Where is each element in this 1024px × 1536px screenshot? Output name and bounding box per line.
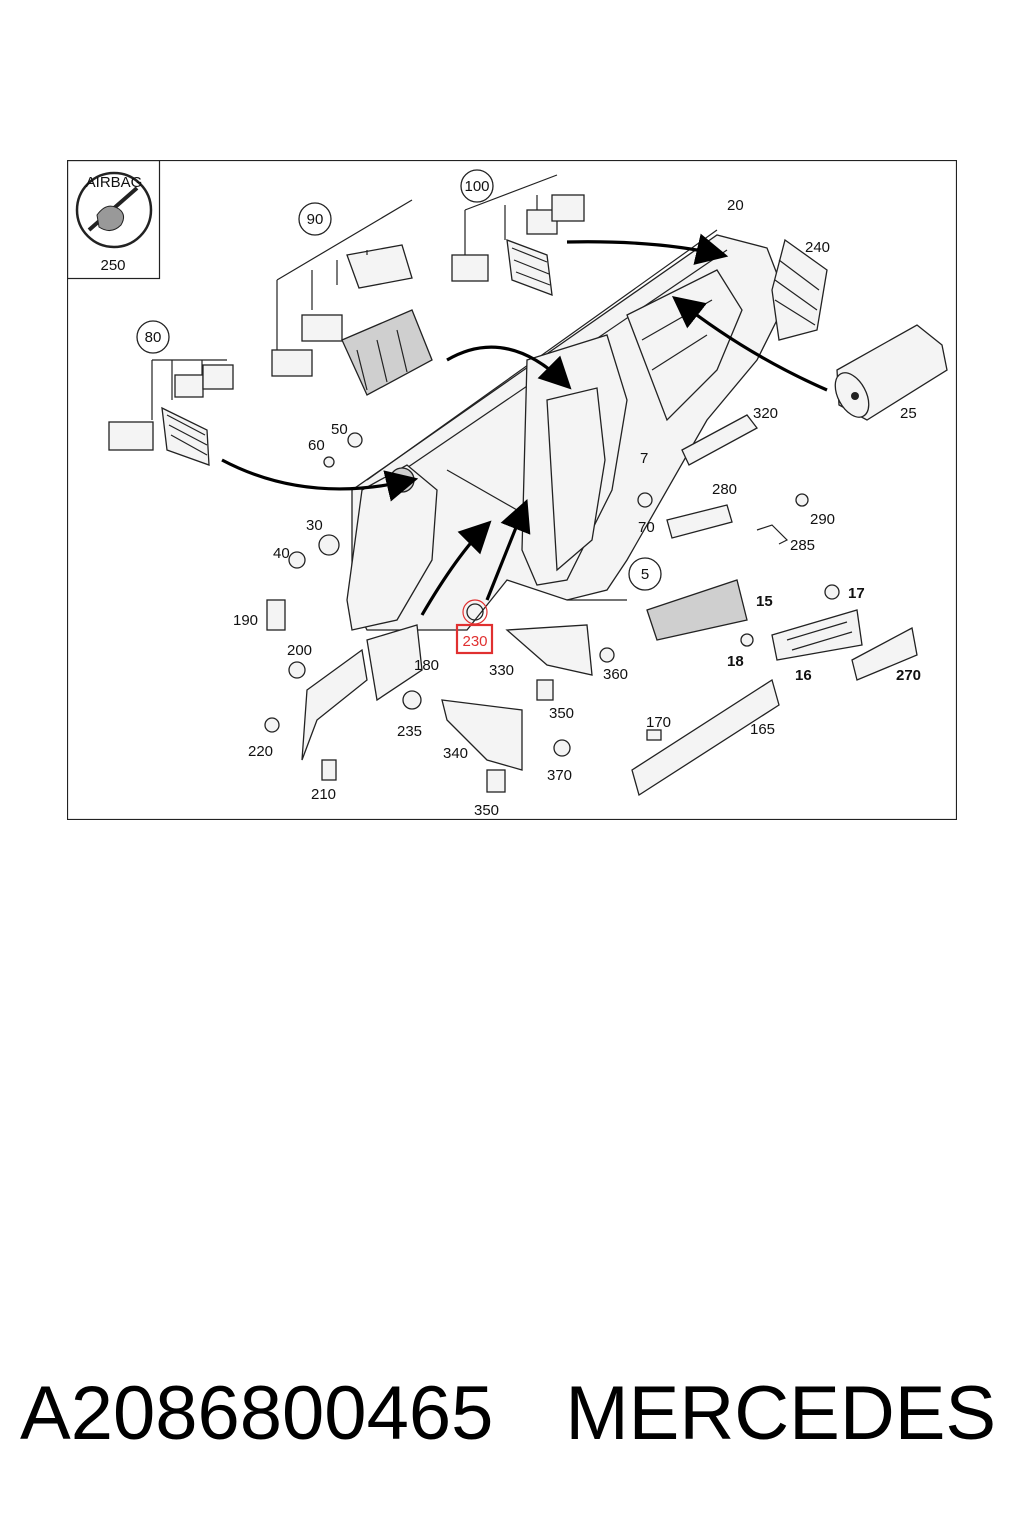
callout-80: 80 [145, 329, 162, 346]
callout-190: 190 [233, 612, 258, 629]
highlight-box [455, 623, 494, 655]
callout-30: 30 [306, 517, 323, 534]
callout-370: 370 [547, 767, 572, 784]
airbag-badge: AIRBAG 250 [67, 160, 161, 280]
callout-20: 20 [727, 197, 744, 214]
callout-5: 5 [641, 566, 649, 583]
callout-18: 18 [727, 653, 744, 670]
panel-340 [441, 699, 523, 771]
callout-290: 290 [810, 511, 835, 528]
callout-180: 180 [414, 657, 439, 674]
callout-circle-80 [136, 320, 170, 354]
callout-circle-90 [298, 202, 332, 236]
side-vent-grille [774, 259, 820, 326]
grab-handle-320 [681, 414, 758, 466]
callout-170: 170 [646, 714, 671, 731]
callout-circle-100 [460, 169, 494, 203]
callout-70: 70 [638, 519, 655, 536]
switch-panel-280 [666, 504, 733, 539]
callout-250: 250 [100, 257, 125, 274]
callout-320: 320 [753, 405, 778, 422]
passenger-airbag-25 [834, 324, 948, 421]
callout-200: 200 [287, 642, 312, 659]
callout-350-upper: 350 [549, 705, 574, 722]
callout-235: 235 [397, 723, 422, 740]
assembly-arrows [221, 233, 828, 616]
highlight-ring [462, 599, 488, 625]
highlighted-callout-230: 230 [462, 633, 487, 650]
callout-60: 60 [308, 437, 325, 454]
vent-group-80 [108, 359, 234, 466]
console-15 [646, 579, 748, 641]
glovebox-lid-165 [631, 678, 780, 797]
callout-circle-5 [628, 557, 662, 591]
callout-25: 25 [900, 405, 917, 422]
callout-220: 220 [248, 743, 273, 760]
cover-270 [851, 627, 918, 681]
callout-285: 285 [790, 537, 815, 554]
callout-340: 340 [443, 745, 468, 762]
callout-270: 270 [896, 667, 921, 684]
frame-16-ribs [786, 621, 853, 651]
vent-group-90 [271, 199, 433, 396]
callout-50: 50 [331, 421, 348, 438]
side-panel-220 [301, 648, 368, 761]
part-caption: A2086800465 MERCEDES [20, 1370, 1010, 1460]
callout-165: 165 [750, 721, 775, 738]
callout-17: 17 [848, 585, 865, 602]
parts-diagram: AIRBAG 250 [67, 160, 957, 820]
callout-90: 90 [307, 211, 324, 228]
callout-40: 40 [273, 545, 290, 562]
airbag-badge-text: AIRBAG [86, 174, 143, 191]
fasteners [264, 432, 840, 793]
callout-360: 360 [603, 666, 628, 683]
callout-16: 16 [795, 667, 812, 684]
callout-100: 100 [464, 178, 489, 195]
frame-16 [771, 609, 863, 661]
callout-15: 15 [756, 593, 773, 610]
callout-240: 240 [805, 239, 830, 256]
vent-group-100 [451, 174, 585, 296]
panel-330 [505, 624, 593, 676]
diagram-border [67, 160, 957, 820]
callout-210: 210 [311, 786, 336, 803]
brand-name: MERCEDES [565, 1371, 997, 1456]
callout-7: 7 [640, 450, 648, 467]
panel-180 [366, 624, 423, 702]
callout-350-lower: 350 [474, 802, 499, 819]
bracket-285 [756, 524, 789, 545]
exploded-view: AIRBAG 250 [67, 160, 957, 820]
part-number: A2086800465 [20, 1371, 494, 1456]
callout-330: 330 [489, 662, 514, 679]
callout-280: 280 [712, 481, 737, 498]
